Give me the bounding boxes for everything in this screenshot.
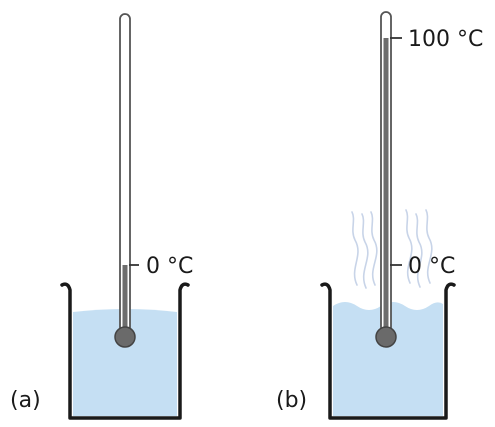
thermometer-bulb-b	[375, 326, 397, 348]
panel-a: 0 °C (a)	[10, 13, 193, 420]
caption-a: (a)	[10, 388, 41, 413]
water-b	[333, 302, 443, 416]
water-a	[73, 309, 177, 416]
hundred-label-b: 100 °C	[408, 27, 483, 52]
mercury-column-b	[383, 38, 389, 330]
zero-label-b: 0 °C	[408, 254, 455, 279]
thermometer-bulb-a	[114, 326, 136, 348]
steam-wisps	[351, 209, 433, 289]
zero-label-a: 0 °C	[146, 254, 193, 279]
caption-b: (b)	[276, 388, 307, 413]
mercury-column-a	[122, 265, 128, 329]
panel-b: 100 °C 0 °C (b)	[276, 11, 483, 420]
beaker-a	[60, 282, 190, 420]
beaker-b	[320, 282, 456, 420]
